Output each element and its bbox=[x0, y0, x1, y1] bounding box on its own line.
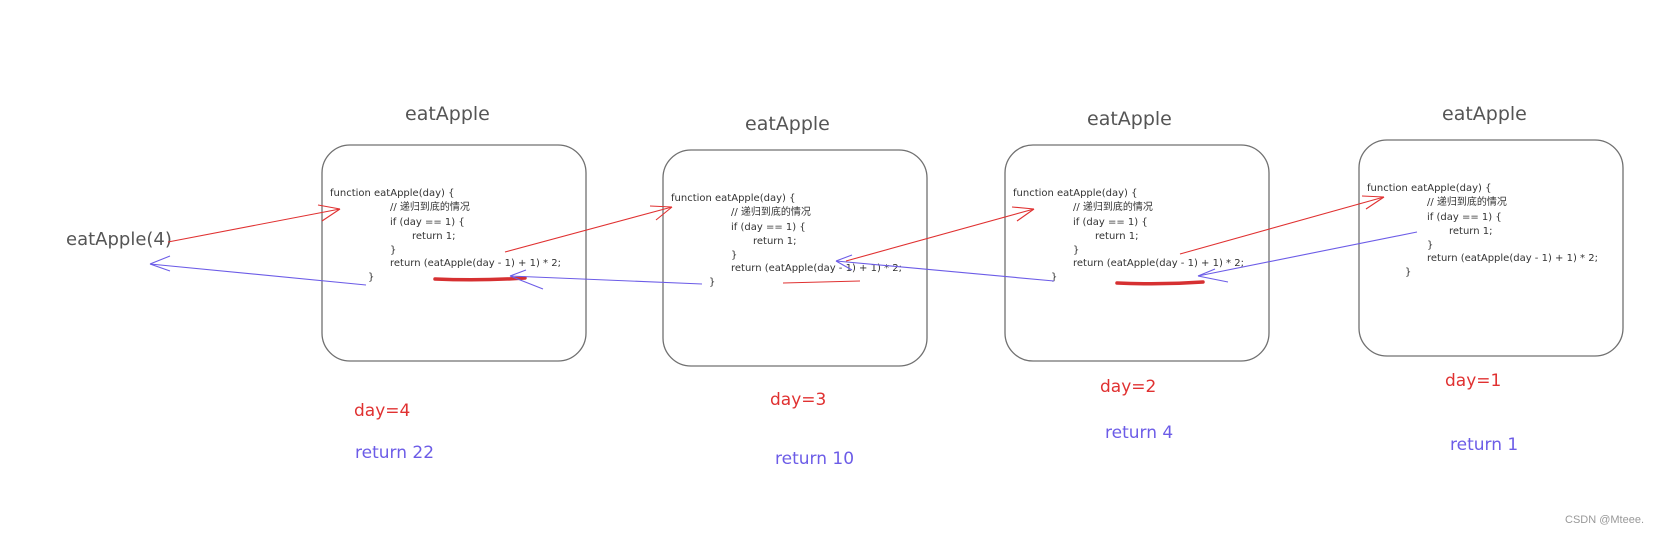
frame-title: eatApple bbox=[405, 103, 490, 125]
code-line: return (eatApple(day - 1) + 1) * 2; bbox=[1427, 253, 1598, 264]
code-line: if (day == 1) { bbox=[390, 217, 465, 228]
code-line: } bbox=[731, 250, 737, 261]
call-frame-3: eatApple function eatApple(day) { // 递归到… bbox=[1004, 108, 1270, 443]
code-line: return (eatApple(day - 1) + 1) * 2; bbox=[1073, 258, 1244, 269]
return-label: return 22 bbox=[355, 443, 434, 463]
call-arrow bbox=[1179, 195, 1385, 255]
return-arrow bbox=[1197, 231, 1418, 283]
code-line: } bbox=[1073, 245, 1079, 256]
code-line: } bbox=[709, 277, 715, 288]
code-line: return 1; bbox=[753, 236, 797, 247]
code-line: return (eatApple(day - 1) + 1) * 2; bbox=[390, 258, 561, 269]
code-line: function eatApple(day) { bbox=[1013, 188, 1137, 199]
code-line: return 1; bbox=[412, 231, 456, 242]
code-line: return (eatApple(day - 1) + 1) * 2; bbox=[731, 263, 902, 274]
call-frame-1: eatApple function eatApple(day) { // 递归到… bbox=[321, 103, 587, 463]
code-line: // 递归到底的情况 bbox=[1427, 195, 1507, 208]
frame-box bbox=[321, 144, 587, 362]
code-line: return 1; bbox=[1449, 226, 1493, 237]
call-arrow bbox=[845, 206, 1035, 262]
call-frame-4: eatApple function eatApple(day) { // 递归到… bbox=[1358, 103, 1624, 455]
code-line: if (day == 1) { bbox=[731, 222, 806, 233]
code-line: } bbox=[1051, 272, 1057, 283]
return-arrow bbox=[835, 254, 1055, 282]
frame-title: eatApple bbox=[1442, 103, 1527, 125]
return-arrow bbox=[149, 255, 367, 286]
code-line: return 1; bbox=[1095, 231, 1139, 242]
frame-box bbox=[1004, 144, 1270, 362]
code-line: function eatApple(day) { bbox=[671, 193, 795, 204]
code-line: } bbox=[1405, 267, 1411, 278]
frame-box bbox=[662, 149, 928, 367]
call-arrow bbox=[167, 204, 341, 243]
code-line: if (day == 1) { bbox=[1427, 212, 1502, 223]
code-line: if (day == 1) { bbox=[1073, 217, 1148, 228]
code-line: // 递归到底的情况 bbox=[390, 200, 470, 213]
code-line: } bbox=[390, 245, 396, 256]
code-line: function eatApple(day) { bbox=[330, 188, 454, 199]
code-line: function eatApple(day) { bbox=[1367, 183, 1491, 194]
frame-title: eatApple bbox=[1087, 108, 1172, 130]
return-label: return 1 bbox=[1450, 435, 1518, 455]
call-highlight-underline bbox=[433, 276, 527, 282]
return-arrow bbox=[509, 269, 703, 290]
call-highlight-underline bbox=[1115, 280, 1205, 286]
day-label: day=1 bbox=[1445, 371, 1501, 391]
call-frame-2: eatApple function eatApple(day) { // 递归到… bbox=[662, 113, 928, 469]
frame-title: eatApple bbox=[745, 113, 830, 135]
call-highlight-underline bbox=[782, 280, 861, 284]
return-label: return 4 bbox=[1105, 423, 1173, 443]
code-line: // 递归到底的情况 bbox=[1073, 200, 1153, 213]
watermark: CSDN @Mteee. bbox=[1565, 514, 1644, 526]
day-label: day=2 bbox=[1100, 377, 1156, 397]
day-label: day=3 bbox=[770, 390, 826, 410]
call-arrow bbox=[504, 205, 673, 253]
code-line: } bbox=[1427, 240, 1433, 251]
code-line: } bbox=[368, 272, 374, 283]
day-label: day=4 bbox=[354, 401, 410, 421]
code-line: // 递归到底的情况 bbox=[731, 205, 811, 218]
entry-call-label: eatApple(4) bbox=[66, 229, 172, 250]
return-label: return 10 bbox=[775, 449, 854, 469]
frame-box bbox=[1358, 139, 1624, 357]
